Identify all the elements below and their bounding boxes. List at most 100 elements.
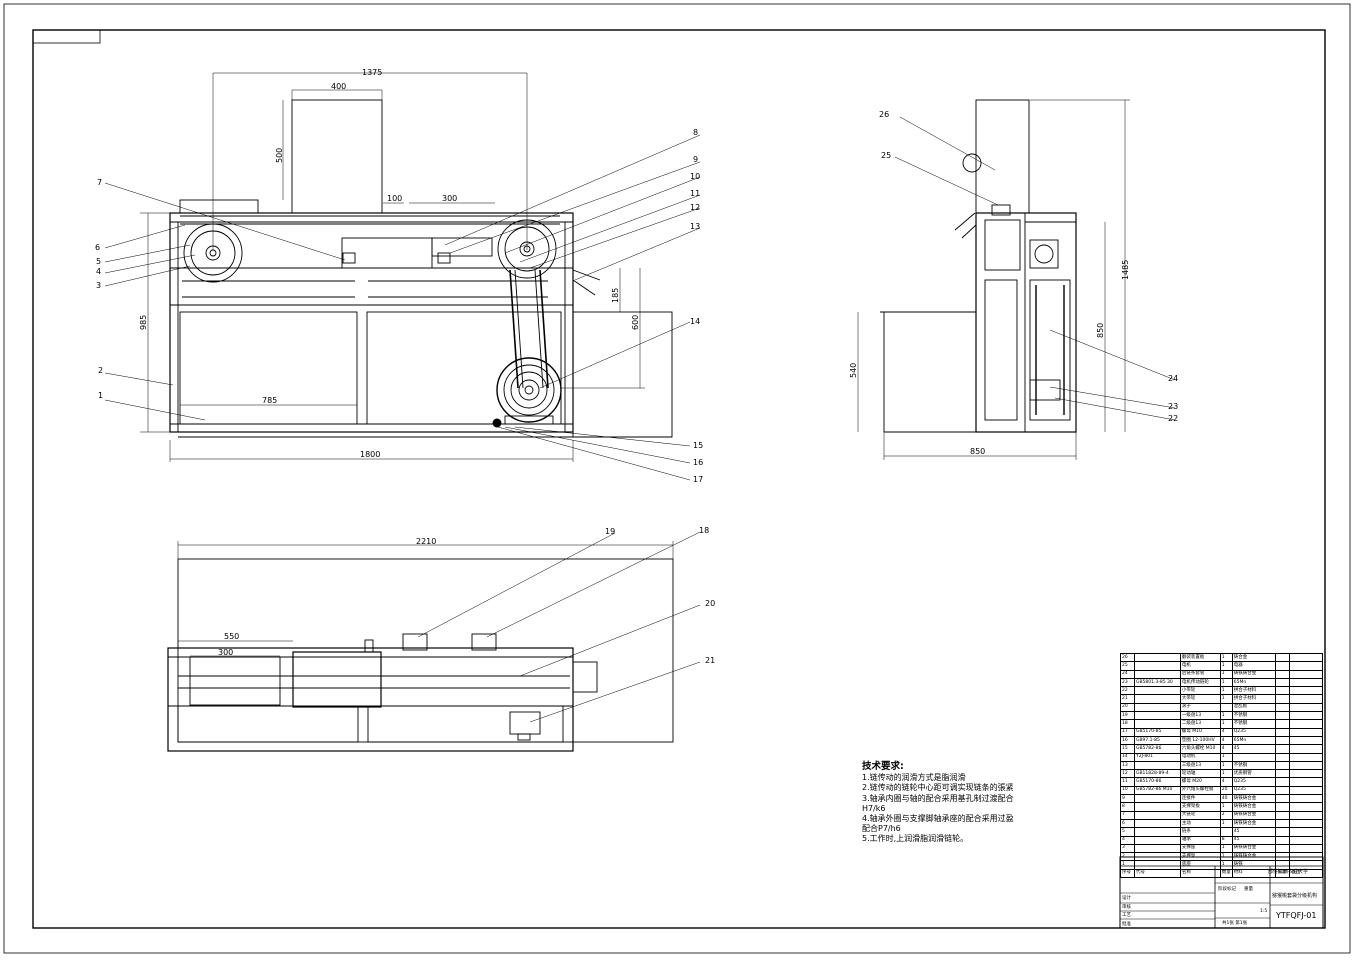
note-line: H7/k6: [862, 803, 886, 813]
top-chain: [178, 675, 570, 689]
top-outline: [177, 558, 674, 743]
bom-cell: 14: [1120, 752, 1135, 762]
dim-600: 600: [631, 315, 640, 330]
bom-cell: 支撑架板: [1179, 802, 1221, 812]
bom-cell: [1275, 818, 1291, 829]
svg-text:8: 8: [693, 128, 698, 137]
bom-cell: 电器: [1231, 661, 1277, 671]
svg-text:22: 22: [1168, 414, 1178, 423]
bom-cell: 备注: [1289, 868, 1323, 879]
bom-cell: 铸铁铸合金: [1231, 810, 1277, 820]
title-sheet: 共1张 第1张: [1222, 919, 1248, 926]
bom-cell: [1275, 652, 1291, 663]
bom-cell: [1275, 785, 1291, 796]
bom-cell: 20: [1219, 785, 1233, 796]
svg-text:4: 4: [96, 267, 101, 276]
top-balloon-labels: 18 19 20 21: [605, 526, 715, 665]
bom-cell: 1: [1219, 686, 1233, 696]
main-frame: [169, 212, 574, 433]
upper-chain: [180, 215, 560, 225]
dim-100: 100: [387, 194, 402, 203]
bom-cell: 4: [1219, 727, 1233, 737]
bom-cell: 螺母 M20: [1179, 777, 1221, 787]
bom-cell: 20: [1120, 702, 1135, 713]
bom-cell: 1: [1219, 669, 1233, 679]
bom-cell: 数量: [1219, 868, 1233, 879]
bom-cell: [1289, 810, 1323, 820]
bom-cell: 翻袋装置板: [1179, 652, 1221, 663]
bom-cell: [1133, 860, 1181, 870]
dim-540: 540: [849, 363, 858, 378]
bom-cell: [1289, 769, 1323, 779]
bom-cell: 铸铁铸合金: [1231, 669, 1277, 679]
bom-cell: 21: [1120, 694, 1135, 704]
bom-cell: [1219, 827, 1233, 837]
bom-cell: [1133, 760, 1181, 771]
bom-cell: [1275, 860, 1291, 870]
bom-cell: 拼合子材料: [1231, 694, 1277, 704]
bom-cell: [1289, 677, 1323, 688]
bom-cell: [1275, 802, 1291, 812]
bom-header-row: 序号代号名称数量材料重量备注: [1120, 868, 1323, 879]
bom-cell: 不锈钢: [1231, 711, 1277, 721]
hopper: [291, 99, 383, 214]
bom-cell: [1289, 777, 1323, 787]
bom-cell: 4: [1120, 835, 1135, 845]
bom-cell: 轮动轴: [1179, 769, 1221, 779]
bom-cell: 连接件: [1179, 794, 1221, 804]
bom-cell: [1275, 843, 1291, 854]
bom-cell: 1: [1219, 719, 1233, 729]
bom-cell: 三级盘13: [1179, 760, 1221, 771]
dim-2210: 2210: [416, 537, 436, 546]
bom-cell: 1: [1120, 860, 1135, 870]
bom-cell: [1275, 719, 1291, 729]
svg-text:19: 19: [605, 527, 615, 536]
bom-cell: [1133, 843, 1181, 854]
bom-cell: 4: [1219, 735, 1233, 746]
bom-cell: Q235: [1231, 777, 1277, 787]
bom-cell: 7: [1120, 810, 1135, 820]
bom-cell: [1289, 827, 1323, 837]
bom-cell: 19: [1120, 711, 1135, 721]
bom-cell: 24: [1120, 669, 1135, 679]
bom-cell: 18: [1120, 719, 1135, 729]
top-dimensions: [177, 541, 674, 657]
bom-cell: 6: [1120, 818, 1135, 829]
bom-cell: [1231, 752, 1277, 762]
side-leaders: [894, 116, 1176, 421]
bom-cell: GB11828-89-4: [1133, 769, 1181, 779]
lower-chain: [182, 280, 548, 298]
bom-cell: 二级盘13: [1179, 719, 1221, 729]
bom-cell: 铸铁: [1231, 860, 1277, 870]
note-line: 1.链传动的润滑方式是脂润滑: [862, 773, 966, 783]
bom-cell: [1275, 727, 1291, 737]
label-review: 审核: [1122, 903, 1131, 910]
bom-cell: 优质钢管: [1231, 769, 1277, 779]
svg-text:17: 17: [693, 475, 703, 484]
bom-cell: 13: [1120, 760, 1135, 771]
bom-cell: 电机传动链轮: [1179, 677, 1221, 688]
bom-cell: 一级盘13: [1179, 711, 1221, 721]
bom-cell: [1133, 852, 1181, 862]
bom-cell: 材料: [1231, 868, 1277, 879]
bom-cell: [1219, 702, 1233, 713]
bom-cell: 1: [1219, 860, 1233, 870]
svg-text:25: 25: [881, 151, 891, 160]
bom-cell: [1289, 835, 1323, 845]
bom-cell: 铸铁铸合金: [1231, 802, 1277, 812]
bom-cell: 代号: [1133, 868, 1181, 879]
notes-heading: 技术要求:: [862, 761, 904, 772]
dim-785: 785: [262, 396, 277, 405]
